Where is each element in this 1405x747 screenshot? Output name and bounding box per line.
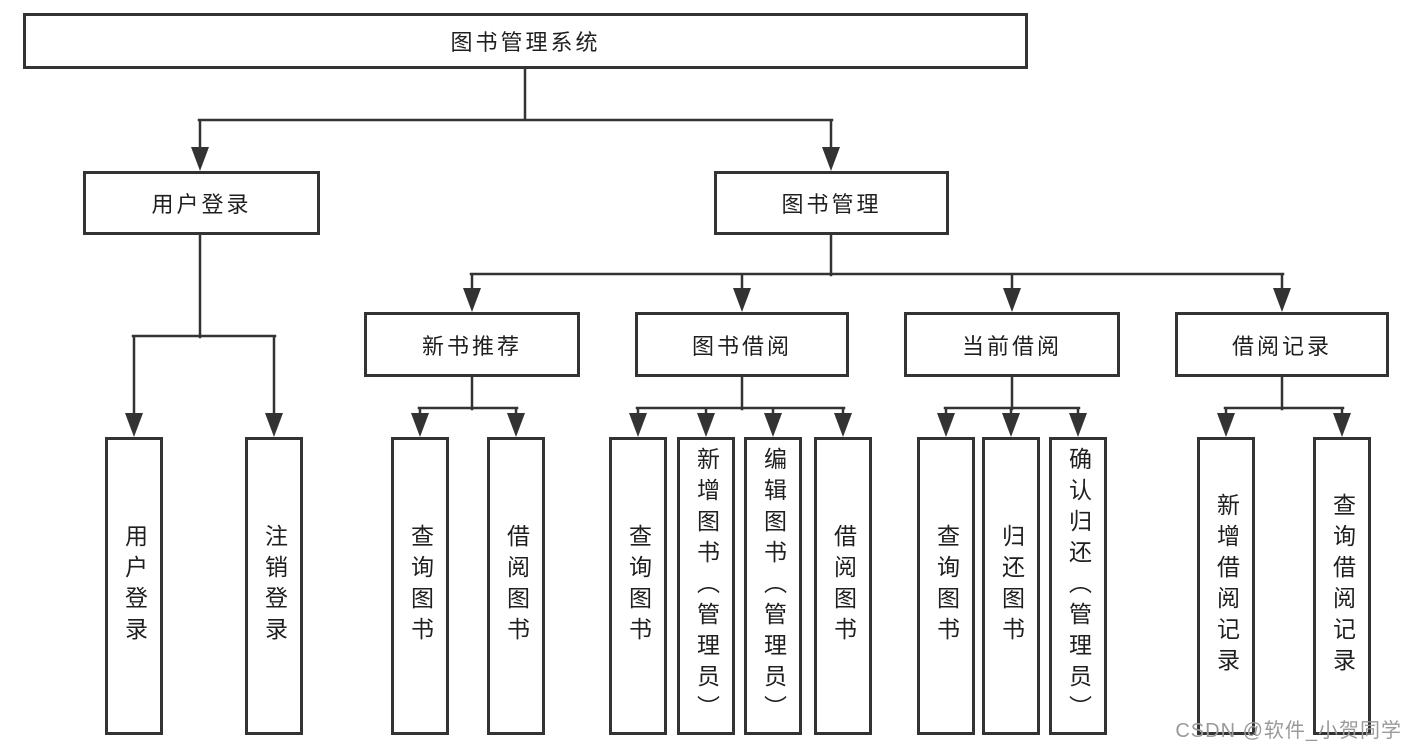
leaf-cb-return-books-label: 归还图书 [998, 524, 1025, 648]
leaf-nb-borrow-books-label: 借阅图书 [503, 524, 530, 648]
arrowhead [507, 413, 525, 437]
leaf-logout-label: 注销登录 [261, 524, 288, 648]
arrowhead [1003, 288, 1021, 312]
leaf-logout: 注销登录 [245, 437, 303, 735]
arrowhead [764, 413, 782, 437]
arrowhead [937, 413, 955, 437]
leaf-user-login: 用户登录 [105, 437, 163, 735]
leaf-bb-edit-books-admin: 编辑图书（管理员） [744, 437, 802, 735]
leaf-cb-query-books: 查询图书 [917, 437, 975, 735]
leaf-br-add-record: 新增借阅记录 [1197, 437, 1255, 735]
node-library-system-label: 图书管理系统 [450, 30, 601, 55]
leaf-cb-confirm-return-admin: 确认归还（管理员） [1049, 437, 1107, 735]
leaf-bb-query-books: 查询图书 [609, 437, 667, 735]
arrowhead [1069, 413, 1087, 437]
leaf-cb-query-books-label: 查询图书 [933, 524, 960, 648]
node-borrow-records-label: 借阅记录 [1231, 333, 1332, 359]
node-library-system: 图书管理系统 [23, 13, 1028, 69]
node-current-borrow-label: 当前借阅 [961, 333, 1062, 359]
arrowhead [463, 288, 481, 312]
arrowhead [733, 288, 751, 312]
arrowhead [1333, 413, 1351, 437]
node-new-book-recommend: 新书推荐 [364, 312, 580, 377]
arrowhead [822, 147, 840, 171]
node-book-borrow: 图书借阅 [635, 312, 849, 377]
leaf-cb-return-books: 归还图书 [982, 437, 1040, 735]
leaf-nb-borrow-books: 借阅图书 [487, 437, 545, 735]
arrowhead [191, 147, 209, 171]
node-borrow-records: 借阅记录 [1175, 312, 1389, 377]
arrowhead [125, 413, 143, 437]
arrowhead [697, 413, 715, 437]
node-current-borrow: 当前借阅 [904, 312, 1120, 377]
leaf-bb-borrow-books-label: 借阅图书 [830, 524, 857, 648]
leaf-user-login-label: 用户登录 [121, 524, 148, 648]
arrowhead [1002, 413, 1020, 437]
leaf-bb-query-books-label: 查询图书 [625, 524, 652, 648]
node-book-management-label: 图书管理 [781, 192, 882, 217]
leaf-br-query-record: 查询借阅记录 [1313, 437, 1371, 735]
node-user-login: 用户登录 [83, 171, 320, 235]
node-book-management: 图书管理 [714, 171, 949, 235]
arrowhead [629, 413, 647, 437]
node-user-login-label: 用户登录 [151, 192, 252, 217]
leaf-bb-borrow-books: 借阅图书 [814, 437, 872, 735]
leaf-nb-query-books: 查询图书 [391, 437, 449, 735]
leaf-br-query-record-label: 查询借阅记录 [1329, 493, 1356, 679]
watermark: CSDN @软件_小贺同学 [1175, 720, 1402, 742]
leaf-br-add-record-label: 新增借阅记录 [1213, 493, 1240, 679]
leaf-cb-confirm-return-admin-label: 确认归还（管理员） [1065, 446, 1092, 726]
leaf-bb-add-books-admin: 新增图书（管理员） [677, 437, 735, 735]
leaf-bb-add-books-admin-label: 新增图书（管理员） [693, 446, 720, 726]
arrowhead [411, 413, 429, 437]
arrowhead [834, 413, 852, 437]
leaf-bb-edit-books-admin-label: 编辑图书（管理员） [760, 446, 787, 726]
arrowhead [1273, 288, 1291, 312]
leaf-nb-query-books-label: 查询图书 [407, 524, 434, 648]
arrowhead [1217, 413, 1235, 437]
arrowhead [265, 413, 283, 437]
node-new-book-recommend-label: 新书推荐 [421, 333, 522, 359]
node-book-borrow-label: 图书借阅 [691, 333, 792, 359]
